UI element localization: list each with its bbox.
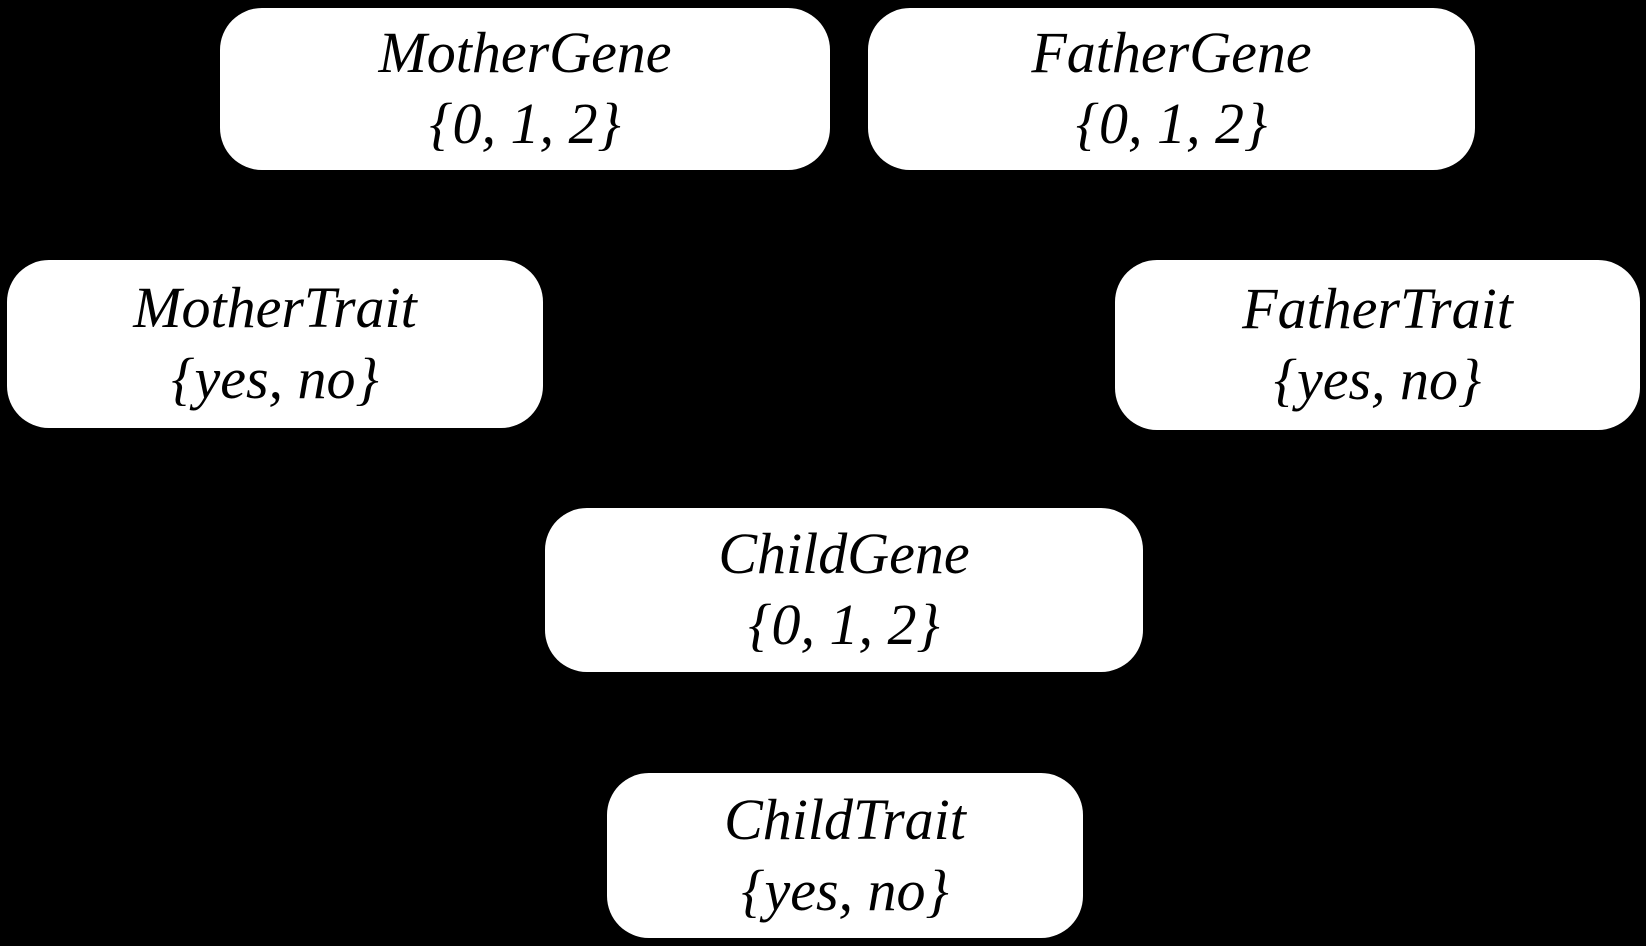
node-father-trait: FatherTrait {yes, no}: [1115, 260, 1640, 430]
node-mother-gene-values: {0, 1, 2}: [429, 91, 621, 156]
node-mother-trait: MotherTrait {yes, no}: [7, 260, 543, 428]
node-father-gene-values: {0, 1, 2}: [1075, 91, 1268, 156]
node-child-gene: ChildGene {0, 1, 2}: [545, 508, 1143, 672]
node-child-gene-values: {0, 1, 2}: [748, 592, 940, 657]
node-mother-gene-label: MotherGene: [378, 20, 672, 86]
node-father-gene-label: FatherGene: [1031, 20, 1312, 86]
node-child-trait: ChildTrait {yes, no}: [607, 773, 1083, 938]
node-mother-trait-label: MotherTrait: [133, 275, 417, 341]
node-father-trait-label: FatherTrait: [1242, 276, 1513, 342]
node-mother-gene: MotherGene {0, 1, 2}: [220, 8, 830, 170]
node-child-trait-label: ChildTrait: [724, 786, 966, 852]
node-child-gene-label: ChildGene: [718, 521, 970, 587]
node-child-trait-values: {yes, no}: [741, 857, 949, 923]
node-mother-trait-values: {yes, no}: [171, 346, 379, 411]
node-father-gene: FatherGene {0, 1, 2}: [868, 8, 1475, 170]
node-father-trait-values: {yes, no}: [1273, 347, 1482, 412]
